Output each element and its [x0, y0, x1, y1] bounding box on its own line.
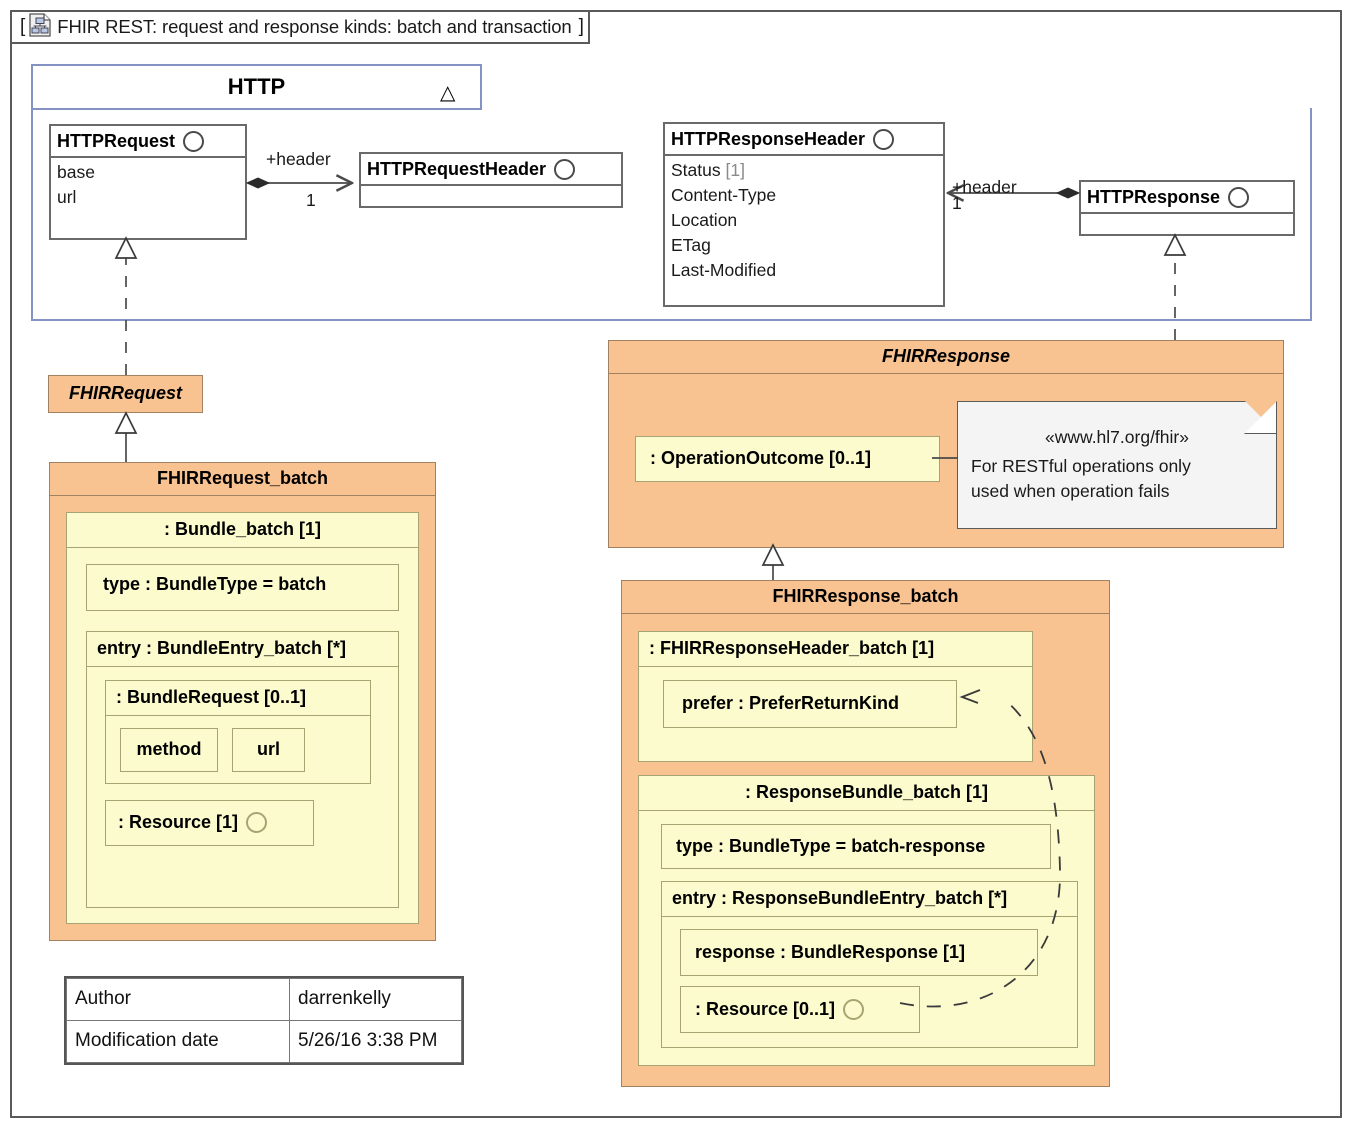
table-row: Author darrenkelly [66, 978, 462, 1021]
part-entry-responsebundleentry-batch[interactable]: entry : ResponseBundleEntry_batch [*] re… [661, 881, 1078, 1048]
attribute-row: ETag [671, 233, 937, 258]
package-http-tab[interactable] [31, 64, 482, 110]
bracket-open-label: [ [20, 16, 26, 37]
attribute-type-bundletype[interactable]: type : BundleType = batch [86, 564, 399, 611]
attribute-type-bundletype-response[interactable]: type : BundleType = batch-response [661, 824, 1051, 869]
part-resource-response[interactable]: : Resource [0..1] [680, 986, 920, 1033]
interface-circle-icon [554, 158, 576, 180]
part-responsebundle-batch[interactable]: : ResponseBundle_batch [1] type : Bundle… [638, 775, 1095, 1066]
part-bundle-batch-title: : Bundle_batch [1] [67, 513, 418, 548]
part-bundlerequest[interactable]: : BundleRequest [0..1] method url [105, 680, 371, 784]
note-body [957, 401, 1277, 529]
note-line-2: used when operation fails [971, 481, 1170, 501]
part-resource[interactable]: : Resource [1] [105, 800, 314, 846]
attribute-url[interactable]: url [232, 728, 305, 772]
diagram-info-table: Author darrenkelly Modification date 5/2… [64, 976, 464, 1065]
part-fhirresponseheader-batch-title: : FHIRResponseHeader_batch [1] [639, 632, 1032, 667]
class-httprequestheader[interactable]: HTTPRequestHeader [359, 152, 623, 208]
part-bundlerequest-title: : BundleRequest [0..1] [106, 681, 370, 716]
interface-circle-icon [183, 130, 205, 152]
class-fhirresponse-name: FHIRResponse [609, 341, 1283, 374]
package-http-name: HTTP [227, 74, 286, 99]
attribute-label: Last-Modified [671, 260, 777, 280]
attribute-method[interactable]: method [120, 728, 218, 772]
class-httpresponse[interactable]: HTTPResponse [1079, 180, 1295, 236]
attribute-row: Location [671, 208, 937, 233]
interface-circle-icon [1228, 186, 1250, 208]
table-cell-value: darrenkelly [289, 978, 462, 1021]
table-cell-value: 5/26/16 3:38 PM [289, 1020, 462, 1063]
interface-circle-icon [873, 128, 895, 150]
part-responsebundle-batch-title: : ResponseBundle_batch [1] [639, 776, 1094, 811]
class-httpresponse-attributes [1081, 214, 1293, 241]
class-fhirresponse-batch-name: FHIRResponse_batch [622, 581, 1109, 614]
class-fhirrequest-batch[interactable]: FHIRRequest_batch : Bundle_batch [1] typ… [49, 462, 436, 941]
bracket-close-label: ] [578, 16, 584, 37]
class-httprequest[interactable]: HTTPRequest base url [49, 124, 247, 240]
table-row: Modification date 5/26/16 3:38 PM [66, 1020, 462, 1063]
attribute-label: ETag [671, 235, 711, 255]
class-httpresponseheader-attributes: Status [1] Content-Type Location ETag La… [665, 156, 943, 286]
attribute-row: url [57, 187, 77, 207]
class-fhirrequest[interactable]: FHIRRequest [48, 375, 203, 413]
edge-label-header-mult-response: 1 [952, 193, 962, 213]
interface-circle-icon [246, 812, 268, 833]
part-bundle-batch[interactable]: : Bundle_batch [1] type : BundleType = b… [66, 512, 419, 924]
attribute-row: Status [1] [671, 158, 937, 183]
edge-label-header-mult-request: 1 [306, 190, 316, 210]
part-entry-title: entry : BundleEntry_batch [*] [87, 632, 398, 667]
class-httpresponseheader-name: HTTPResponseHeader [671, 128, 866, 149]
class-fhirresponse-batch[interactable]: FHIRResponse_batch : FHIRResponseHeader_… [621, 580, 1110, 1087]
attribute-label: Location [671, 210, 738, 230]
class-fhirrequest-batch-name: FHIRRequest_batch [50, 463, 435, 496]
table-cell-key: Author [66, 978, 290, 1021]
class-httprequestheader-header: HTTPRequestHeader [361, 154, 621, 186]
part-resource-response-label: : Resource [0..1] [695, 998, 836, 1019]
attribute-row: Last-Modified [671, 258, 937, 283]
attribute-row: Content-Type [671, 183, 937, 208]
class-httpresponse-name: HTTPResponse [1087, 186, 1221, 207]
class-httpresponse-header: HTTPResponse [1081, 182, 1293, 214]
class-httprequestheader-attributes [361, 186, 621, 213]
attribute-prefer-preferreturnkind[interactable]: prefer : PreferReturnKind [663, 680, 957, 728]
attribute-response-bundleresponse[interactable]: response : BundleResponse [1] [680, 929, 1038, 976]
part-entry-response-title: entry : ResponseBundleEntry_batch [*] [662, 882, 1077, 917]
diagram-title: FHIR REST: request and response kinds: b… [57, 16, 572, 37]
part-resource-label: : Resource [1] [118, 812, 239, 832]
part-entry-bundleentry-batch[interactable]: entry : BundleEntry_batch [*] : BundleRe… [86, 631, 399, 908]
table-cell-key: Modification date [66, 1020, 290, 1063]
part-fhirresponseheader-batch[interactable]: : FHIRResponseHeader_batch [1] prefer : … [638, 631, 1033, 762]
class-httprequestheader-name: HTTPRequestHeader [367, 158, 547, 179]
package-triangle-icon: △ [440, 82, 456, 104]
attribute-label: Status [671, 160, 721, 180]
attribute-row: base [57, 162, 95, 182]
class-fhirrequest-name: FHIRRequest [68, 383, 182, 403]
interface-circle-icon [843, 998, 865, 1020]
part-operationoutcome[interactable]: : OperationOutcome [0..1] [635, 436, 940, 482]
class-httprequest-attributes: base url [51, 158, 245, 213]
class-httprequest-name: HTTPRequest [57, 130, 176, 151]
class-httprequest-header: HTTPRequest [51, 126, 245, 158]
edge-label-header-role-request: +header [266, 149, 331, 169]
class-diagram-doc-icon [29, 12, 51, 42]
note-line-1: For RESTful operations only [971, 456, 1191, 476]
attribute-label: Content-Type [671, 185, 777, 205]
attribute-multiplicity: [1] [725, 160, 745, 180]
note-hl7-fhir[interactable]: «www.hl7.org/fhir» For RESTful operation… [957, 401, 1277, 529]
diagram-frame-tab[interactable]: [ FHIR REST: request and response kinds:… [10, 10, 590, 44]
note-text: «www.hl7.org/fhir» For RESTful operation… [957, 401, 1277, 504]
class-httpresponseheader[interactable]: HTTPResponseHeader Status [1] Content-Ty… [663, 122, 945, 307]
edge-label-header-role-response: +header [952, 177, 1017, 197]
note-stereotype: «www.hl7.org/fhir» [1045, 427, 1189, 447]
class-httpresponseheader-header: HTTPResponseHeader [665, 124, 943, 156]
